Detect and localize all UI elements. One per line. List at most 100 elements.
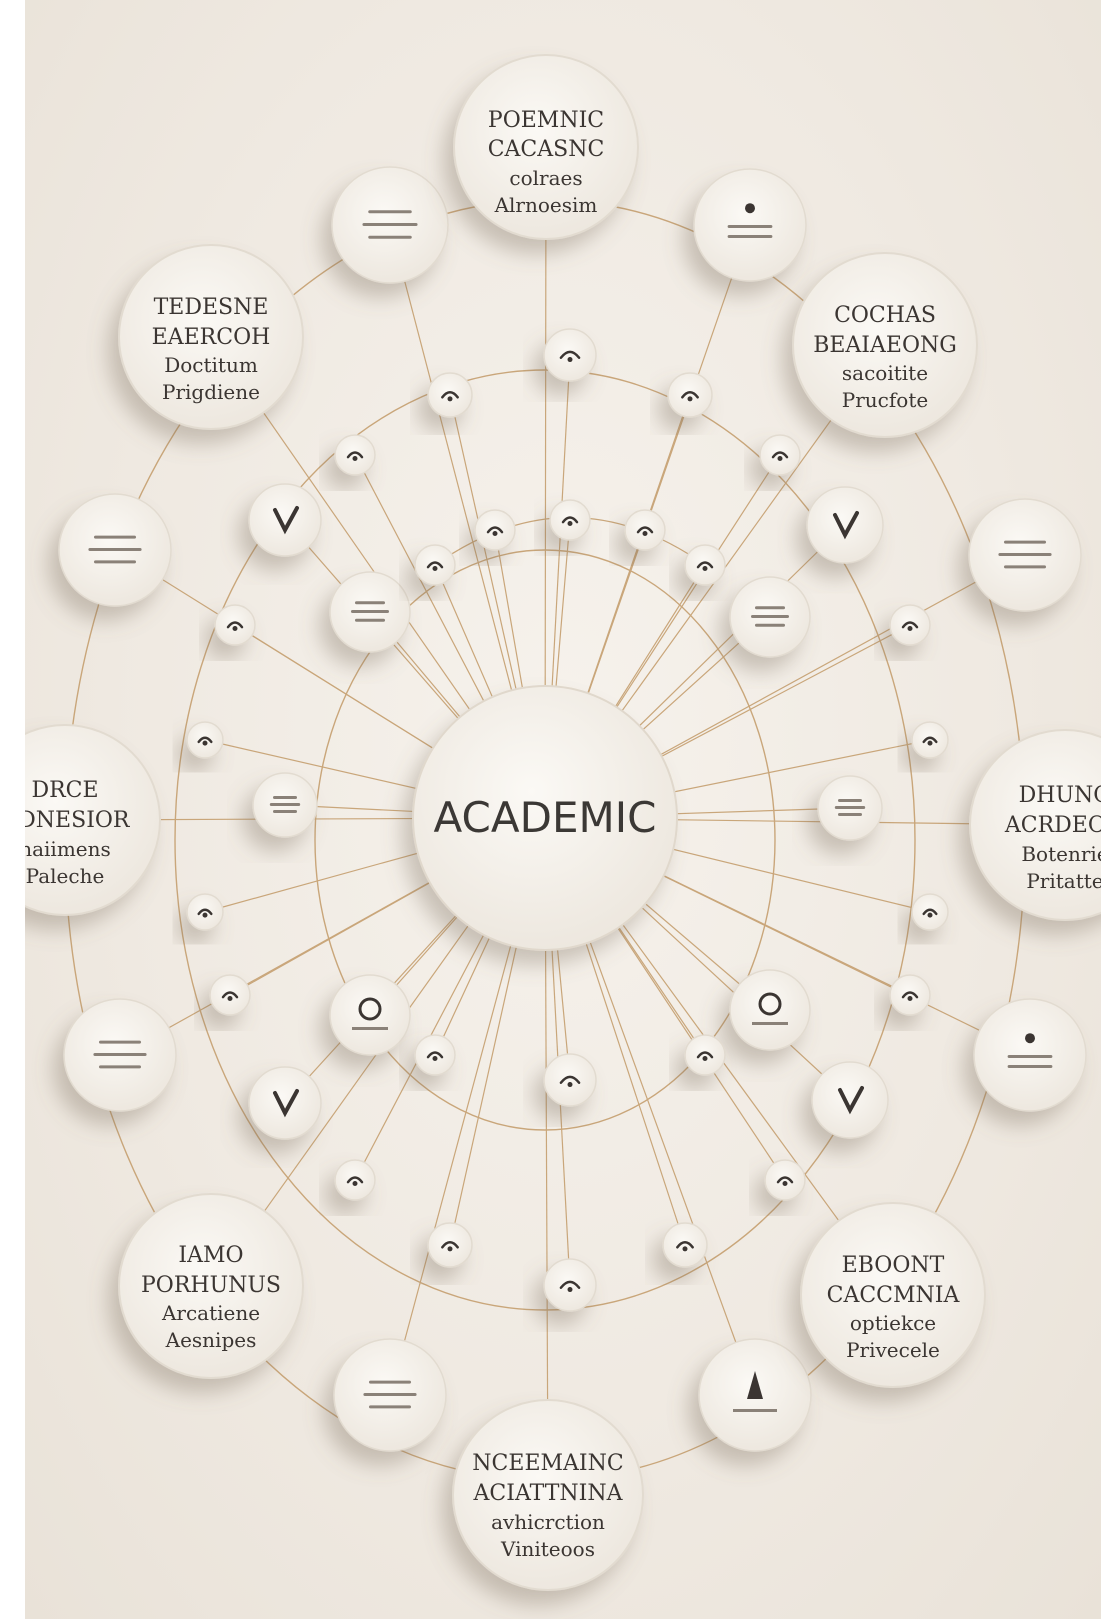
small-node-10[interactable] (729, 576, 811, 658)
small-node-41[interactable] (549, 499, 591, 541)
node-mid-right-line-2: ACRDEON (1004, 813, 1101, 838)
small-node-42[interactable] (624, 509, 666, 551)
small-node-20[interactable] (667, 372, 713, 418)
small-node-39[interactable] (684, 1034, 726, 1076)
glyph-icon (441, 1241, 459, 1252)
node-mid-right-line-3: Botenrie (1021, 842, 1101, 866)
node-mid-left-line-1: DRCE (31, 778, 98, 803)
small-node-27[interactable] (911, 721, 949, 759)
head-icon (752, 992, 788, 1025)
glyph-icon (696, 561, 714, 571)
glyph-icon (922, 736, 938, 746)
spire-icon (733, 1371, 777, 1412)
illegible-text-icon (751, 606, 789, 627)
node-top-line-1: POEMNIC (488, 108, 604, 133)
glyph-icon (922, 908, 938, 918)
small-node-31[interactable] (889, 974, 931, 1016)
small-node-2[interactable] (693, 168, 807, 282)
symbol-icon (838, 1086, 864, 1115)
small-node-14[interactable] (729, 969, 811, 1051)
small-node-21[interactable] (543, 328, 597, 382)
small-node-23[interactable] (759, 434, 801, 476)
small-node-5[interactable] (63, 998, 177, 1112)
node-top-line-3: colraes (509, 166, 582, 190)
small-node-37[interactable] (543, 1053, 597, 1107)
node-upper-left-line-1: TEDESNE (154, 295, 269, 320)
small-node-19[interactable] (427, 372, 473, 418)
small-node-9[interactable] (329, 571, 411, 653)
small-node-38[interactable] (414, 1034, 456, 1076)
small-node-3[interactable] (58, 493, 172, 607)
node-lower-left-line-3: Arcatiene (161, 1301, 260, 1325)
small-node-13[interactable] (329, 974, 411, 1056)
glyph-icon (771, 451, 789, 461)
small-node-8[interactable] (698, 1338, 812, 1452)
symbol-icon (273, 1089, 299, 1118)
node-upper-left[interactable]: TEDESNE EAERCOH Doctitum Prigdiene (118, 244, 304, 430)
small-node-6[interactable] (973, 998, 1087, 1112)
small-node-33[interactable] (764, 1159, 806, 1201)
small-node-22[interactable] (334, 434, 376, 476)
symbol-icon (273, 506, 299, 535)
node-lower-left-line-2: PORHUNUS (141, 1273, 281, 1298)
small-node-26[interactable] (186, 721, 224, 759)
illegible-text-icon (834, 798, 866, 817)
small-node-43[interactable] (414, 544, 456, 586)
node-mid-right-line-4: Pritatte (1026, 869, 1101, 893)
node-bottom-line-1: NCEEMAINC (472, 1451, 623, 1476)
node-upper-left-line-2: EAERCOH (152, 325, 271, 350)
glyph-icon (226, 621, 244, 631)
node-upper-right-line-3: sacoitite (842, 361, 928, 385)
illegible-text-icon (93, 1040, 147, 1069)
small-node-28[interactable] (186, 893, 224, 931)
small-node-36[interactable] (543, 1258, 597, 1312)
small-node-35[interactable] (662, 1222, 708, 1268)
node-mid-left[interactable]: DRCE DDNESIOR naiimens Paleche (25, 724, 161, 916)
glyph-icon (681, 391, 699, 402)
small-node-16[interactable] (806, 486, 884, 564)
glyph-icon (346, 1176, 364, 1186)
illegible-text-icon (88, 535, 142, 564)
small-node-44[interactable] (684, 544, 726, 586)
diagram-panel: POEMNIC CACASNC colraes Alrnoesim TEDESN… (25, 0, 1101, 1619)
node-lower-right-line-4: Privecele (846, 1338, 940, 1362)
small-node-7[interactable] (333, 1338, 447, 1452)
small-node-12[interactable] (817, 775, 883, 841)
node-bottom-line-3: avhicrction (491, 1510, 605, 1534)
small-node-25[interactable] (889, 604, 931, 646)
center-node[interactable]: ACADEMIC (412, 685, 678, 951)
small-node-1[interactable] (331, 166, 449, 284)
illegible-text-icon (351, 601, 389, 622)
node-mid-right[interactable]: DHUNO ACRDEON Botenrie Pritatte (969, 729, 1101, 921)
node-top[interactable]: POEMNIC CACASNC colraes Alrnoesim (453, 54, 639, 240)
small-node-15[interactable] (248, 483, 322, 557)
small-node-18[interactable] (811, 1061, 889, 1139)
glyph-icon (559, 1280, 581, 1293)
glyph-icon (901, 991, 919, 1001)
dot-icon (1007, 1033, 1053, 1068)
small-node-11[interactable] (252, 772, 318, 838)
small-node-40[interactable] (474, 509, 516, 551)
node-upper-right[interactable]: COCHAS BEAIAEONG sacoitite Prucfote (792, 252, 978, 438)
dot-icon (727, 203, 773, 238)
illegible-text-icon (362, 210, 418, 239)
small-node-17[interactable] (248, 1066, 322, 1140)
node-lower-left-line-4: Aesnipes (165, 1328, 257, 1352)
node-lower-left[interactable]: IAMO PORHUNUS Arcatiene Aesnipes (118, 1193, 304, 1379)
node-upper-right-line-2: BEAIAEONG (813, 333, 957, 358)
node-upper-left-line-4: Prigdiene (162, 380, 260, 404)
node-bottom-line-4: Viniteoos (500, 1537, 595, 1561)
node-lower-right[interactable]: EBOONT CACCMNIA optiekce Privecele (800, 1202, 986, 1388)
small-node-29[interactable] (911, 893, 949, 931)
node-lower-right-line-2: CACCMNIA (827, 1283, 961, 1308)
glyph-icon (561, 516, 579, 526)
node-mid-left-line-4: Paleche (26, 864, 105, 888)
glyph-icon (426, 1051, 444, 1061)
small-node-34[interactable] (427, 1222, 473, 1268)
small-node-4[interactable] (968, 498, 1082, 612)
node-bottom[interactable]: NCEEMAINC ACIATTNINA avhicrction Viniteo… (452, 1399, 644, 1591)
glyph-icon (696, 1051, 714, 1061)
small-node-32[interactable] (334, 1159, 376, 1201)
small-node-24[interactable] (214, 604, 256, 646)
small-node-30[interactable] (209, 974, 251, 1016)
